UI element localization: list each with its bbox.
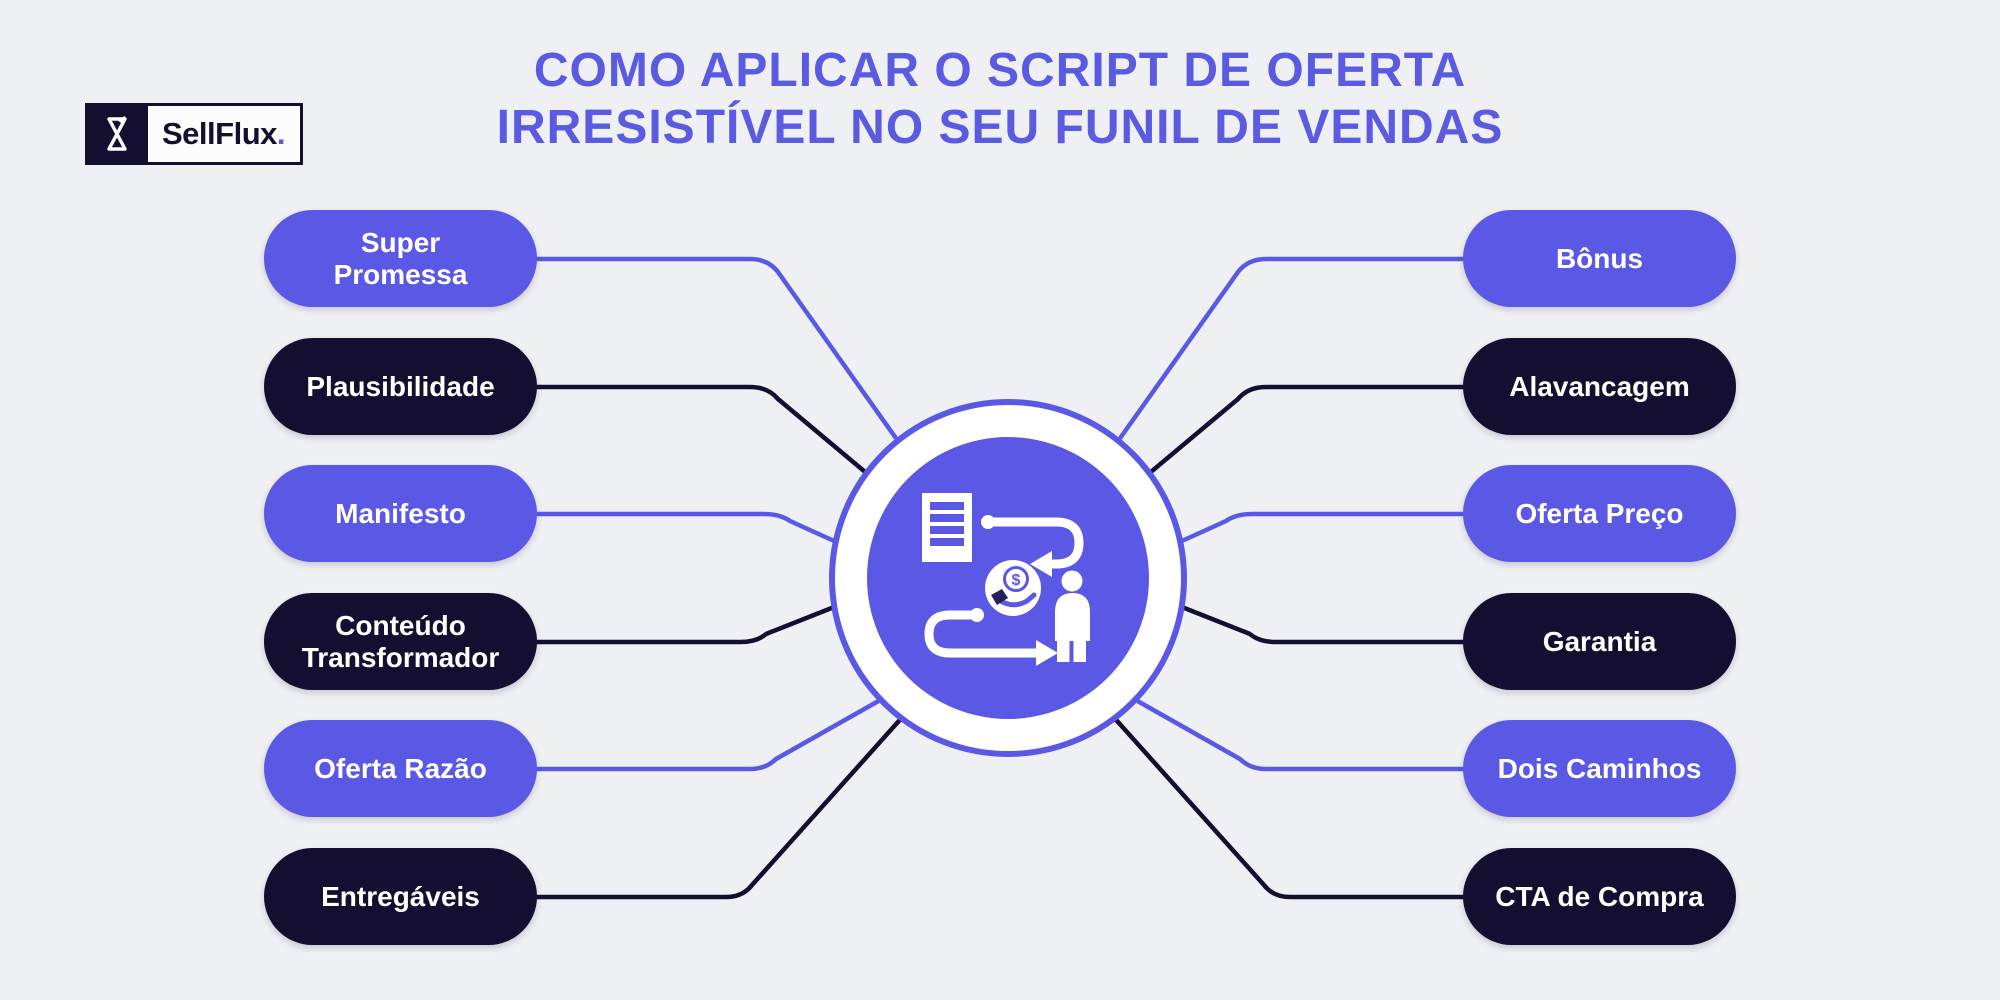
node-manifesto: Manifesto <box>264 465 537 562</box>
connector-super-promessa <box>527 256 913 461</box>
title-line-1: COMO APLICAR O SCRIPT DE OFERTA <box>533 44 1467 97</box>
top-flow-arrow-icon <box>981 515 1084 577</box>
person-icon <box>1055 570 1090 662</box>
node-plausibilidade: Plausibilidade <box>264 338 537 435</box>
connector-dois-caminhos <box>1108 683 1489 772</box>
page-title: COMO APLICAR O SCRIPT DE OFERTA IRRESIST… <box>0 42 2000 156</box>
node-alavancagem: Alavancagem <box>1463 338 1736 435</box>
connector-conteudo <box>527 593 865 645</box>
money-hand-icon: $ <box>985 560 1041 616</box>
node-cta-de-compra: CTA de Compra <box>1463 848 1736 945</box>
connector-oferta-razao <box>527 683 908 772</box>
connector-garantia <box>1151 593 1489 645</box>
connector-plausibilidade <box>527 384 898 500</box>
node-oferta-razao: Oferta Razão <box>264 720 537 817</box>
node-oferta-preco: Oferta Preço <box>1463 465 1736 562</box>
node-entregaveis: Entregáveis <box>264 848 537 945</box>
sellflux-logo: SellFlux. <box>85 103 303 165</box>
connector-oferta-preco <box>1148 511 1489 558</box>
logo-brand-text: SellFlux <box>162 116 277 151</box>
connector-bonus <box>1103 256 1489 461</box>
connector-cta-de-compra <box>1098 700 1489 900</box>
title-line-2: IRRESISTÍVEL NO SEU FUNIL DE VENDAS <box>496 101 1504 154</box>
hourglass-icon <box>88 106 148 162</box>
connector-entregaveis <box>527 700 918 900</box>
bottom-flow-arrow-icon <box>924 608 1058 666</box>
connector-manifesto <box>527 511 868 558</box>
node-bonus: Bônus <box>1463 210 1736 307</box>
script-money-person-flow-icon: $ <box>922 493 1090 666</box>
node-garantia: Garantia <box>1463 593 1736 690</box>
node-super-promessa: Super Promessa <box>264 210 537 307</box>
connector-alavancagem <box>1118 384 1489 500</box>
svg-text:$: $ <box>1012 572 1021 589</box>
node-conteudo-transformador: Conteúdo Transformador <box>264 593 537 690</box>
node-dois-caminhos: Dois Caminhos <box>1463 720 1736 817</box>
center-medallion: $ <box>829 399 1187 757</box>
logo-dot: . <box>276 116 286 151</box>
logo-wordmark: SellFlux. <box>148 106 300 162</box>
